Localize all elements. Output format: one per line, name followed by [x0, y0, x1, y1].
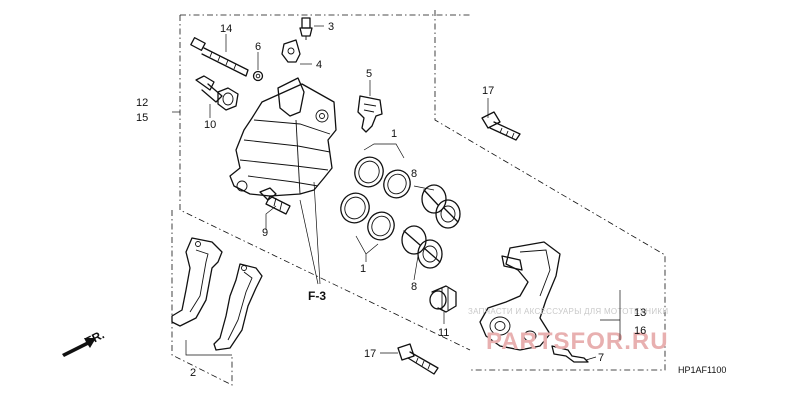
- caliper-body: [229, 77, 337, 197]
- piston-seal-upper-left: [354, 156, 384, 188]
- callout-4: 4: [316, 59, 322, 71]
- pin-bolt: [190, 37, 249, 77]
- piston-seal-set: [340, 156, 411, 241]
- front-direction-arrow-icon: FR.: [62, 327, 107, 357]
- callout-10: 10: [204, 119, 216, 131]
- callout-16: 16: [634, 325, 646, 337]
- bracket-bolt-upper: [481, 111, 521, 141]
- bracket-group-boundary: [434, 10, 666, 371]
- bracket-bolt-lower: [397, 343, 439, 375]
- bleeder-cap: [281, 39, 301, 63]
- callout-6: 6: [255, 41, 261, 53]
- callout-3: 3: [328, 21, 334, 33]
- boot: [195, 75, 239, 111]
- watermark-tagline: ЗАПЧАСТИ И АКСЕССУАРЫ ДЛЯ МОТОТЕХНИКИ: [468, 307, 668, 316]
- bleeder-screw: [299, 17, 313, 40]
- section-reference-f3: F-3: [308, 289, 326, 303]
- diagram-code: HP1AF1100: [678, 365, 726, 375]
- bracket-boot: [429, 285, 457, 313]
- piston-lower: [401, 225, 443, 269]
- piston-upper: [421, 184, 461, 229]
- callout-1: 1: [391, 128, 397, 140]
- callout-2: 2: [190, 367, 196, 379]
- callout-5: 5: [366, 68, 372, 80]
- piston-seal-upper-right: [383, 169, 411, 199]
- callout-7: 7: [598, 352, 604, 364]
- watermark-brand: PARTSFOR.RU: [486, 328, 669, 355]
- piston-seal-lower-left: [340, 192, 370, 224]
- callout-13: 13: [634, 307, 646, 319]
- callout-8-upper: 8: [411, 168, 417, 180]
- pad-group-boundary: [171, 210, 233, 386]
- pin-boot: [259, 187, 291, 215]
- callout-15: 15: [136, 112, 148, 124]
- callout-12: 12: [136, 97, 148, 109]
- callout-17-upper: 17: [482, 85, 494, 97]
- callout-1-lower: 1: [360, 263, 366, 275]
- brake-pad-right: [213, 263, 263, 351]
- washer: [252, 70, 264, 82]
- callout-17-lower: 17: [364, 348, 376, 360]
- piston-seal-lower-right: [367, 211, 395, 241]
- caliper-bracket: [479, 241, 561, 351]
- caliper-group-boundary: [179, 14, 471, 351]
- pad-spring: [357, 95, 383, 133]
- callout-11: 11: [438, 327, 449, 339]
- callout-8-lower: 8: [411, 281, 417, 293]
- callout-14: 14: [220, 23, 232, 35]
- brake-pad-left: [171, 237, 223, 327]
- retainer-clip: [551, 345, 589, 363]
- callout-9: 9: [262, 227, 268, 239]
